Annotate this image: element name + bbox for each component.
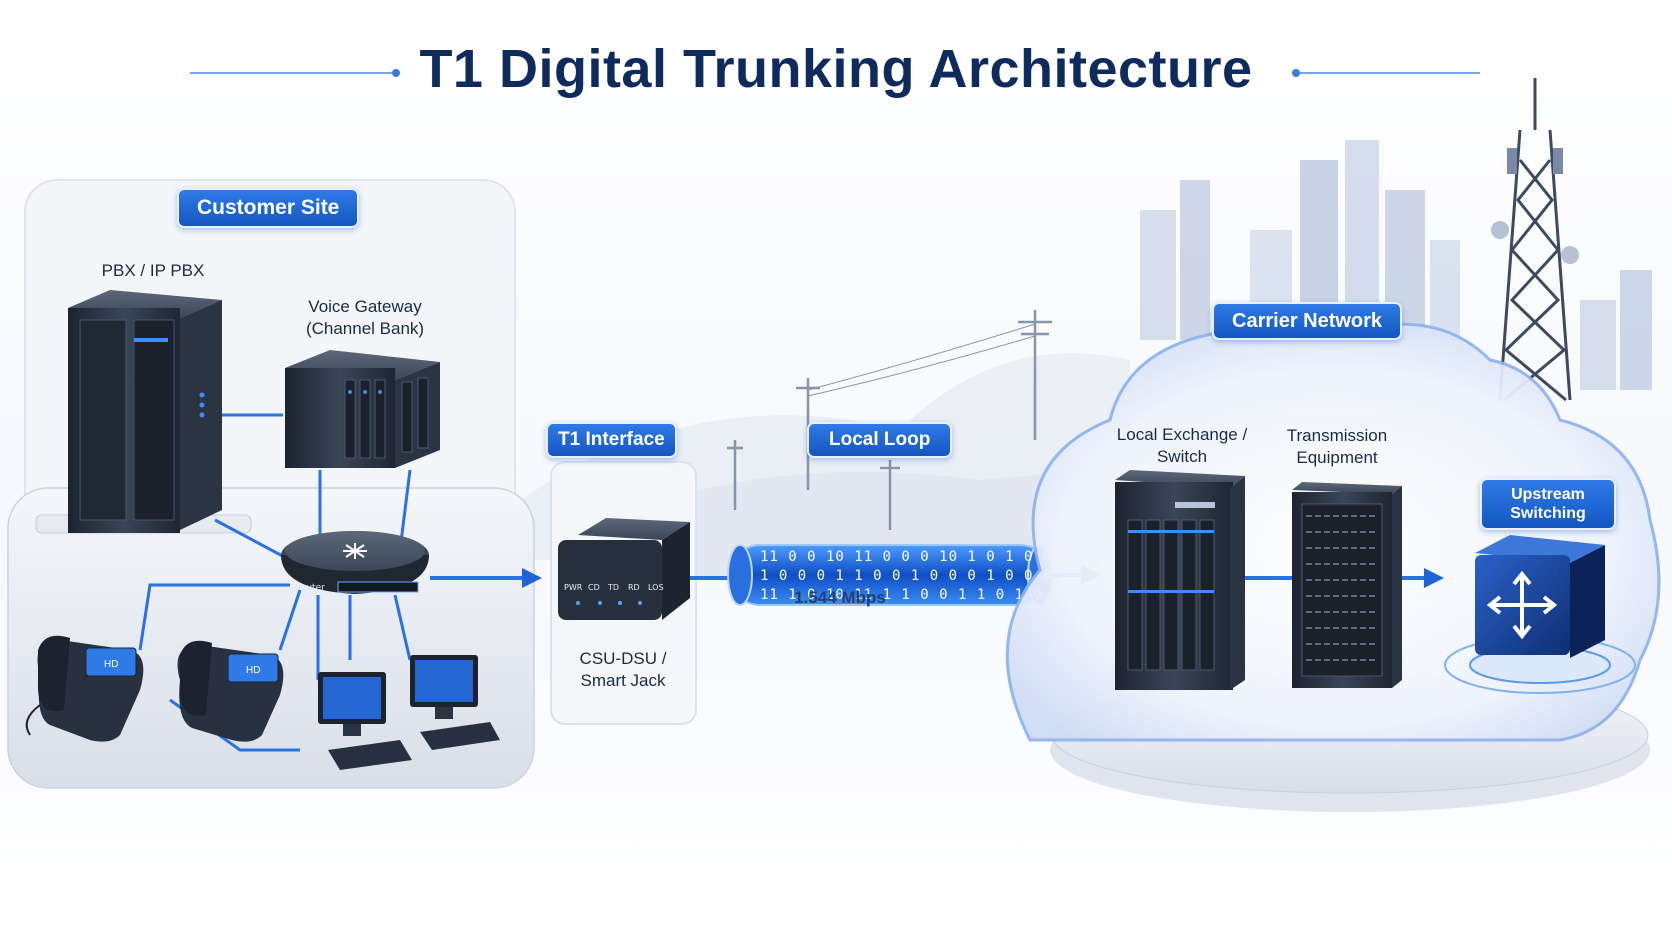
router-label: Router <box>295 583 325 593</box>
pbx-server <box>35 290 252 534</box>
cell-tower <box>1491 78 1579 402</box>
desk-phone-2: HD <box>177 640 284 742</box>
transmission-label-line1: Transmission <box>1286 426 1388 445</box>
csu-led-label-cd: CD <box>588 583 600 592</box>
local-exchange-switch <box>1115 470 1245 690</box>
local-exchange-label-line1: Local Exchange / <box>1116 425 1248 444</box>
local-loop-badge: Local Loop <box>807 422 953 458</box>
csu-dsu-label-line1: CSU-DSU / <box>579 649 667 668</box>
upstream-switching-badge: Upstream Switching <box>1480 478 1616 530</box>
csu-led-label-rd: RD <box>628 583 640 592</box>
data-rate-label: 1.544 Mbps <box>794 588 886 607</box>
switching-arrows-icon <box>1486 570 1558 640</box>
title-rule-left <box>190 69 400 77</box>
title-rule-right <box>1292 69 1480 77</box>
t1-interface-badge: T1 Interface <box>546 422 677 458</box>
csu-dsu-device: PWR CD TD RD LOS <box>558 518 690 620</box>
desk-phone-1: HD <box>25 635 144 742</box>
csu-led-labels: PWR CD TD RD LOS <box>564 583 664 592</box>
pbx-label: PBX / IP PBX <box>101 261 205 280</box>
customer-site-badge: Customer Site <box>177 188 360 228</box>
upstream-switching-node <box>1444 535 1636 694</box>
transmission-label-line2: Equipment <box>1296 448 1378 467</box>
local-exchange-label-line2: Switch <box>1156 447 1208 466</box>
csu-led-label-los: LOS <box>648 583 664 592</box>
router: Router <box>281 531 429 594</box>
phone-screen-text-2: HD <box>246 665 260 676</box>
transmission-equipment <box>1292 482 1402 688</box>
carrier-network-badge: Carrier Network <box>1212 302 1403 340</box>
computer-1 <box>318 672 412 770</box>
bitstream-row-1: 11 0 0 10 11 0 0 0 10 1 0 1 0 00 00 <box>760 549 1090 565</box>
page-title: T1 Digital Trunking Architecture <box>419 39 1253 99</box>
city-skyline <box>1140 140 1652 390</box>
csu-led-label-pwr: PWR <box>564 583 583 592</box>
csu-led-label-td: TD <box>607 583 619 592</box>
voice-gateway <box>285 350 440 468</box>
phone-screen-text-1: HD <box>104 659 118 670</box>
local-loop-bitstream: 11 0 0 10 11 0 0 0 10 1 0 1 0 00 00 1 0 … <box>690 544 1099 606</box>
bitstream-row-3: 11 1 0 10 11 1 1 0 0 1 1 0 1 0 10 00 <box>760 587 1099 603</box>
computer-2 <box>410 655 500 750</box>
voice-gateway-label-line2: (Channel Bank) <box>305 319 425 338</box>
voice-gateway-label-line1: Voice Gateway <box>308 297 422 316</box>
csu-dsu-label-line2: Smart Jack <box>580 671 666 690</box>
bitstream-row-2: 1 0 0 0 1 1 0 0 1 0 0 0 1 0 0 0 0 0 <box>760 568 1090 584</box>
